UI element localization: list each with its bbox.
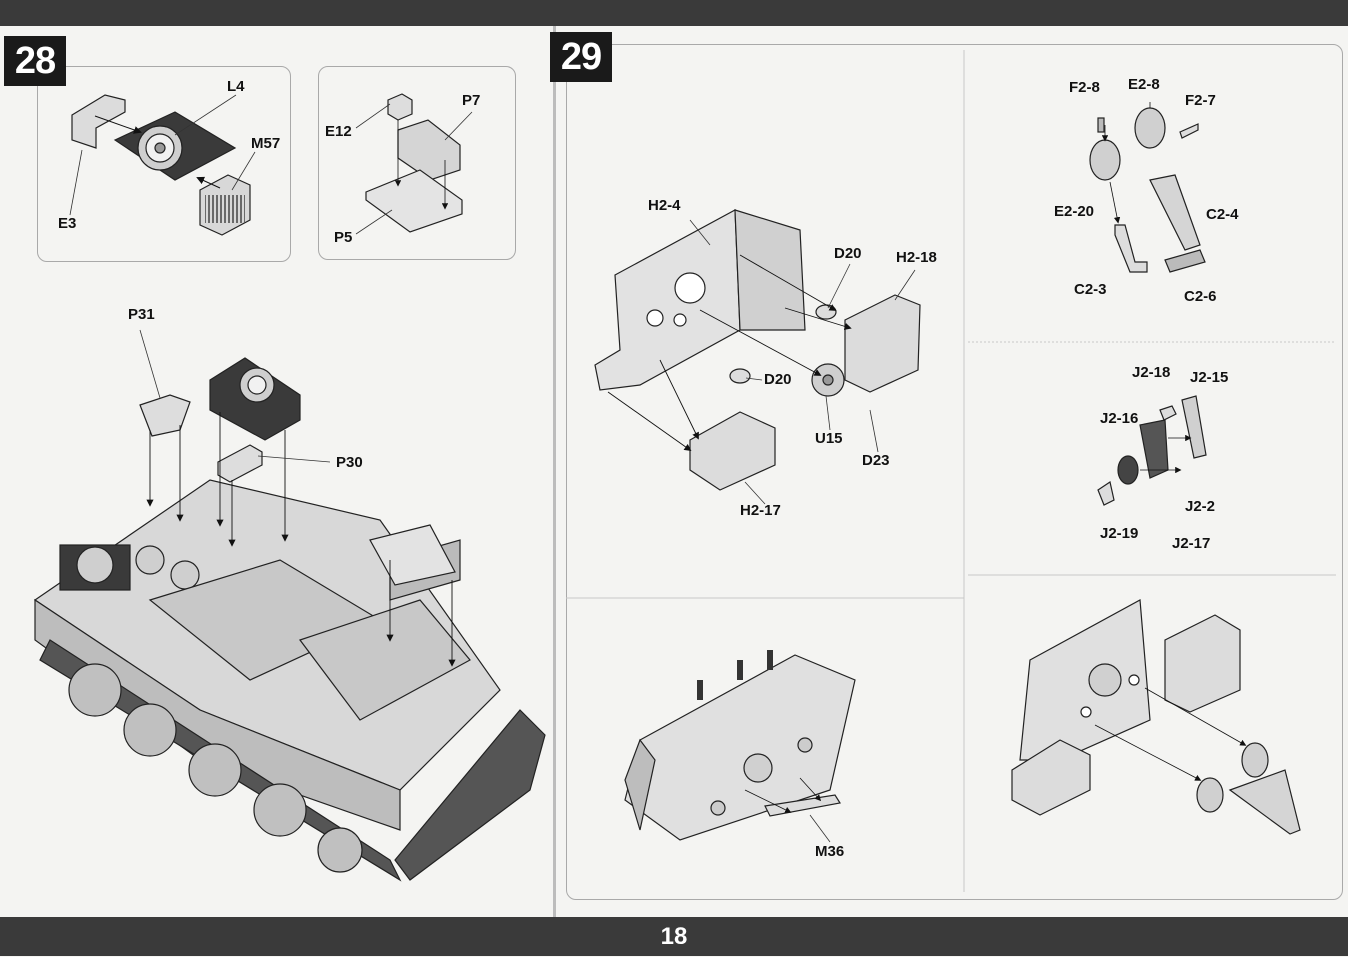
road-wheels [68,663,363,873]
part-label-e12: E12 [325,123,352,140]
part-label-j2-18: J2-18 [1132,364,1171,381]
part-label-j2-17: J2-17 [1172,535,1211,552]
exhaust-parts [1089,107,1206,273]
step29-frame [566,44,1343,900]
part-label-d23: D23 [862,452,890,469]
part-label-f2-7: F2-7 [1185,92,1216,109]
part-label-c2-3: C2-3 [1074,281,1107,298]
part-label-e2-8: E2-8 [1128,76,1160,93]
part-label-h2-17: H2-17 [740,502,781,519]
part-label-j2-19: J2-19 [1100,525,1139,542]
part-label-j2-15: J2-15 [1190,369,1229,386]
part-label-p31: P31 [128,306,155,323]
page-number: 18 [660,923,688,950]
part-label-h2-4: H2-4 [648,197,681,214]
rack-part-p30 [217,444,263,483]
fan-box-part-p31 [139,394,191,437]
part-label-j2-2: J2-2 [1185,498,1216,515]
part-label-p30: P30 [336,454,363,471]
step28-inset-storage-box [318,66,516,260]
part-label-e2-20: E2-20 [1054,203,1095,220]
part-label-p5: P5 [334,229,353,246]
rear-hatch-assembly [71,94,251,236]
bulkhead-assembly [594,209,921,491]
vehicle-hull [33,479,546,882]
bottom-bar [0,917,1348,956]
page-spine [553,26,556,917]
part-label-d20-mid: D20 [764,371,792,388]
grille-cover-part [209,357,301,441]
part-label-j2-16: J2-16 [1100,410,1139,427]
step-29-number: 29 [550,32,612,82]
part-label-m36: M36 [815,843,845,860]
lower-bulkhead-assembly [624,650,856,841]
part-label-p7: P7 [462,92,481,109]
part-label-d20-top: D20 [834,245,862,262]
step28-inset-rear-hatch [37,66,291,262]
part-label-c2-6: C2-6 [1184,288,1217,305]
part-label-c2-4: C2-4 [1206,206,1239,223]
storage-box-assembly [365,93,463,233]
part-label-m57: M57 [251,135,281,152]
step-28-number: 28 [4,36,66,86]
part-label-f2-8: F2-8 [1069,79,1100,96]
part-label-u15: U15 [815,430,843,447]
combined-assembly [1011,599,1301,835]
top-bar [0,0,1348,26]
part-label-h2-18: H2-18 [896,249,937,266]
part-label-e3: E3 [58,215,77,232]
part-label-l4: L4 [227,78,245,95]
